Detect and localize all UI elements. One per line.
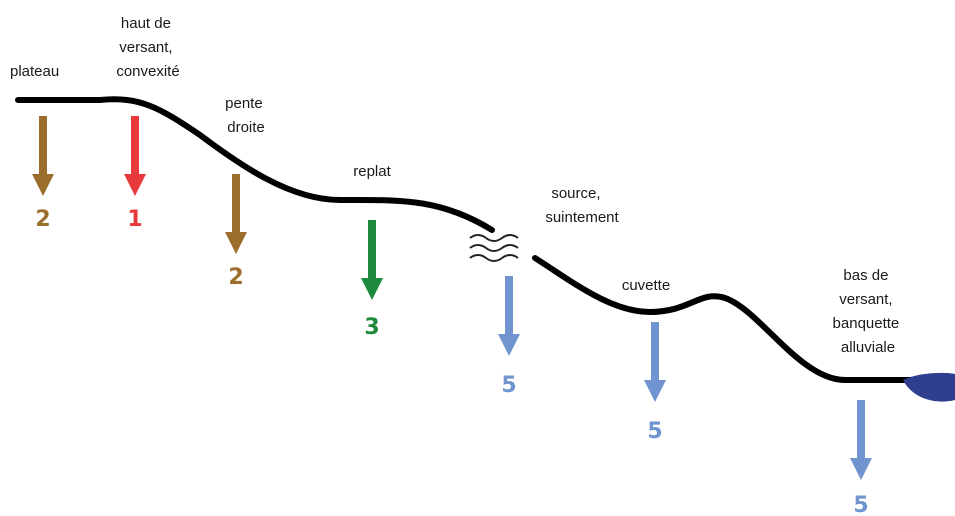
marker-haut-versant: 1 <box>124 116 146 232</box>
marker-value: 2 <box>228 265 243 290</box>
marker-value: 2 <box>35 207 50 232</box>
marker-bas-versant: 5 <box>850 400 872 516</box>
marker-value: 5 <box>647 419 662 444</box>
arrow-down-icon <box>498 276 520 356</box>
marker-value: 1 <box>127 207 142 232</box>
label-bas-versant: bas de versant, banquette alluviale <box>833 267 904 356</box>
label-replat: replat <box>353 163 391 180</box>
marker-pente: 2 <box>225 174 247 290</box>
marker-replat: 3 <box>361 220 383 340</box>
marker-cuvette: 5 <box>644 322 666 444</box>
marker-value: 5 <box>853 493 868 516</box>
slope-profile-lower <box>532 255 918 383</box>
label-haut-versant: haut de versant, convexité <box>116 15 179 80</box>
label-plateau: plateau <box>10 63 59 80</box>
arrow-down-icon <box>32 116 54 196</box>
label-cuvette: cuvette <box>622 277 670 294</box>
seepage-icon <box>469 234 519 262</box>
label-pente: pente droite <box>225 95 267 136</box>
arrow-down-icon <box>225 174 247 254</box>
arrow-down-icon <box>124 116 146 196</box>
slope-profile-upper <box>15 96 495 233</box>
marker-source: 5 <box>498 276 520 398</box>
marker-value: 5 <box>501 373 516 398</box>
marker-value: 3 <box>364 315 379 340</box>
arrow-down-icon <box>850 400 872 480</box>
arrow-down-icon <box>644 322 666 402</box>
arrow-down-icon <box>361 220 383 300</box>
marker-plateau: 2 <box>32 116 54 232</box>
water-body <box>903 372 955 402</box>
label-source: source, suintement <box>545 185 619 226</box>
